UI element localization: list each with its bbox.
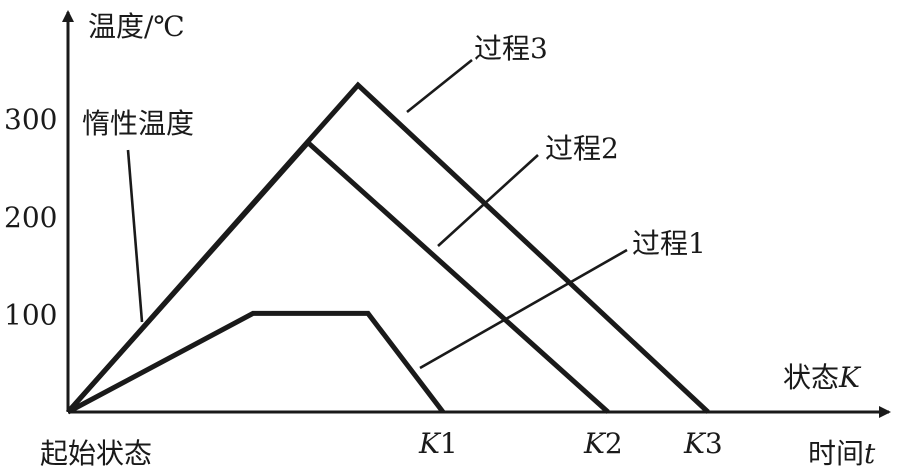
series-label: 过程1 [632, 227, 706, 260]
series-line [66, 81, 710, 414]
inert-temperature-leader [126, 149, 144, 323]
x-tick-labels: K1 K2 K3 [418, 427, 723, 460]
y-tick-label: 300 [4, 103, 57, 136]
inert-temperature-label: 惰性温度 [82, 107, 194, 140]
series-leader-line [406, 58, 473, 114]
x-axis-title: 时间t [808, 437, 876, 470]
state-label: 状态K [783, 361, 862, 394]
y-tick-label: 200 [4, 201, 57, 234]
x-tick-label: K2 [583, 427, 623, 460]
series-label: 过程2 [545, 132, 619, 165]
series-leader-line [419, 248, 628, 370]
x-tick-label: K1 [418, 427, 458, 460]
y-tick-labels: 100 200 300 [4, 103, 57, 331]
series-leader-line [437, 154, 539, 247]
series-labels: 过程1 过程2 过程3 [406, 32, 706, 370]
y-tick-label: 100 [4, 298, 57, 331]
origin-label: 起始状态 [40, 437, 152, 470]
x-tick-label: K3 [683, 427, 723, 460]
y-axis-title: 温度/℃ [88, 10, 185, 43]
series-lines [66, 81, 710, 415]
series-label: 过程3 [474, 32, 548, 65]
series-line [66, 310, 445, 415]
